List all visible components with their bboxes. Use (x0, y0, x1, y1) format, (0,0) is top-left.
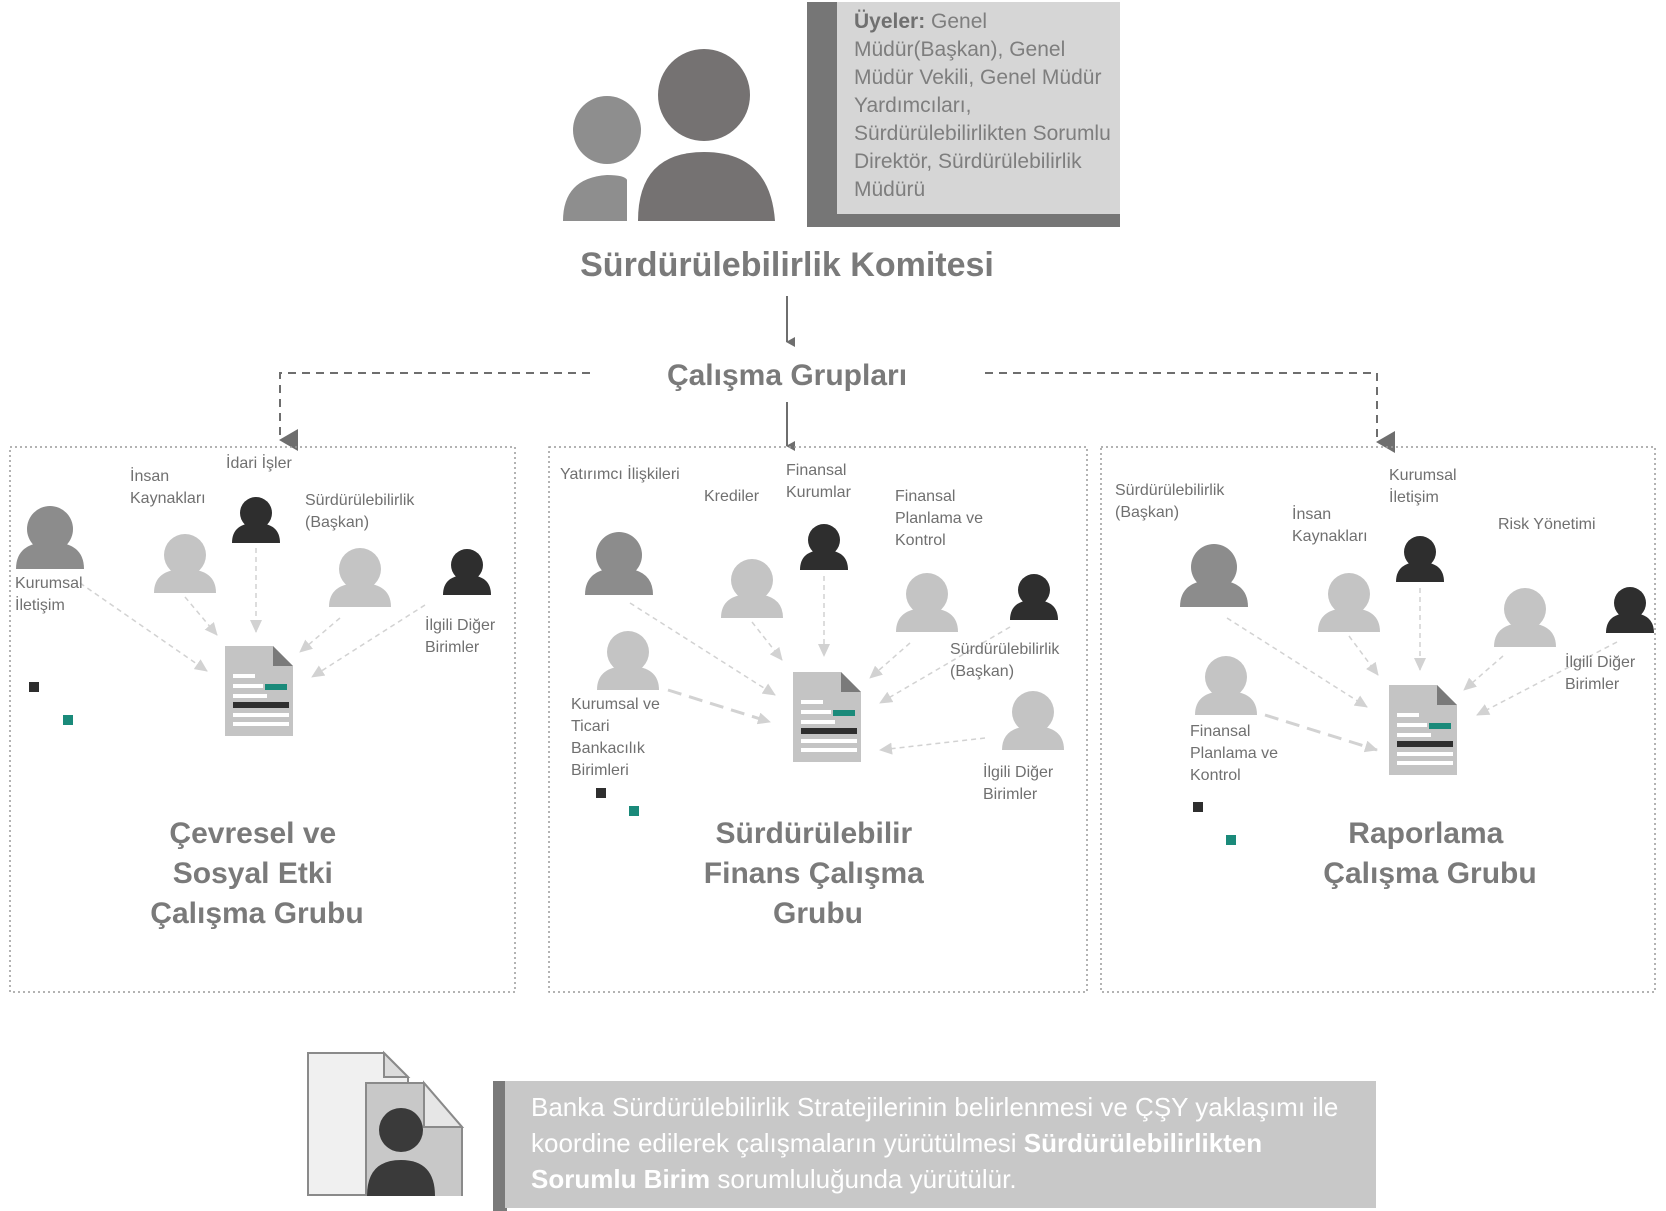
document-icon (793, 672, 861, 762)
group-2-frame (548, 446, 1088, 993)
note-text-2: sorumluluğunda yürütülür. (717, 1164, 1017, 1194)
member-label: Kurumsal İletişim (15, 575, 87, 614)
member-label: Sürdürülebilirlik (Başkan) (305, 492, 419, 531)
working-groups-label: Çalışma Grupları (667, 359, 907, 392)
note-accent-bar (493, 1081, 507, 1211)
flow-arrow (869, 642, 911, 679)
person-icon (16, 506, 84, 569)
flow-arrow (667, 688, 771, 725)
flow-arrow (1264, 713, 1378, 753)
group-2-title: Sürdürülebilir Finans Çalışma Grubu (704, 817, 932, 930)
arrow-to-group-3 (985, 372, 1395, 453)
group-environmental-social: Kurumsal İletişim İnsan Kaynakları İdari… (9, 446, 516, 993)
flow-arrow (311, 604, 426, 678)
group-reporting: Sürdürülebilirlik (Başkan) İnsan Kaynakl… (1100, 446, 1656, 993)
member-label: İlgili Diğer Birimler (1565, 652, 1640, 693)
group-3-frame (1100, 446, 1656, 993)
member-label: Risk Yönetimi (1498, 516, 1596, 533)
document-icon (225, 646, 293, 736)
person-icon (1195, 656, 1257, 715)
person-icon (1002, 691, 1064, 750)
members-label: Üyeler: (854, 10, 926, 33)
members-text-box: Üyeler: Genel Müdür(Başkan), Genel Müdür… (837, 2, 1120, 214)
member-label: Sürdürülebilirlik (Başkan) (950, 641, 1064, 680)
flow-arrow (1348, 635, 1379, 676)
legend-marker-icon (596, 788, 606, 798)
members-accent-bar (807, 2, 837, 227)
member-label: İnsan Kaynakları (1292, 504, 1368, 545)
member-label: İdari İşler (226, 453, 292, 472)
arrow-to-group-1 (279, 372, 590, 451)
note-text-box: Banka Sürdürülebilirlik Stratejilerinin … (505, 1081, 1376, 1208)
flow-arrow (184, 596, 218, 636)
flow-arrow (79, 582, 208, 672)
member-label: Kurumsal ve Ticari Bankacılık Birimleri (571, 696, 664, 779)
person-document-icon (307, 1050, 465, 1196)
person-icon (721, 559, 783, 618)
group-3-title: Raporlama Çalışma Grubu (1323, 817, 1536, 890)
person-icon (443, 549, 491, 595)
member-label: Yatırımcı İlişkileri (560, 464, 680, 483)
legend-marker-icon (63, 715, 73, 725)
member-label: Krediler (704, 488, 760, 505)
flow-arrow (751, 621, 783, 661)
person-icon (896, 573, 958, 632)
group-sustainable-finance: Yatırımcı İlişkileri Krediler Finansal K… (548, 446, 1088, 993)
person-icon (1010, 574, 1058, 620)
person-icon (1494, 588, 1556, 647)
document-icon (1389, 685, 1457, 775)
person-icon (1396, 536, 1444, 582)
legend-marker-icon (29, 682, 39, 692)
flow-arrow (879, 737, 986, 755)
committee-people-icon (563, 49, 775, 221)
member-label: İlgili Diğer Birimler (425, 615, 500, 656)
flow-arrow (1463, 655, 1504, 691)
note-bold-text: Sürdürülebilirlikten Sorumlu Birim (531, 1128, 1263, 1194)
note-text-1: Banka Sürdürülebilirlik Stratejilerinin … (531, 1092, 1339, 1158)
member-label: Finansal Planlama ve Kontrol (895, 488, 988, 549)
member-label: Finansal Kurumlar (786, 462, 852, 501)
flow-arrow (879, 626, 1011, 704)
person-icon (800, 524, 848, 570)
legend-marker-icon (1193, 802, 1203, 812)
members-bottom-bar (807, 214, 1120, 227)
flow-arrow (1226, 617, 1368, 708)
person-icon (597, 631, 659, 690)
member-label: Kurumsal İletişim (1389, 467, 1461, 506)
member-label: İlgili Diğer Birimler (983, 762, 1058, 803)
legend-marker-icon (629, 806, 639, 816)
person-icon (232, 497, 280, 543)
person-icon (1180, 544, 1248, 607)
person-icon (329, 548, 391, 607)
legend-marker-icon (1226, 835, 1236, 845)
person-icon (1318, 573, 1380, 632)
person-icon (154, 534, 216, 593)
person-icon (585, 532, 653, 595)
person-icon (1606, 587, 1654, 633)
group-1-title: Çevresel ve Sosyal Etki Çalışma Grubu (150, 817, 363, 930)
members-list: Genel Müdür(Başkan), Genel Müdür Vekili,… (854, 10, 1111, 201)
committee-title: Sürdürülebilirlik Komitesi (580, 246, 994, 284)
member-label: İnsan Kaynakları (130, 466, 206, 507)
flow-arrow (629, 602, 776, 696)
flow-arrow (299, 617, 341, 653)
member-label: Sürdürülebilirlik (Başkan) (1115, 482, 1229, 521)
member-label: Finansal Planlama ve Kontrol (1190, 723, 1283, 784)
